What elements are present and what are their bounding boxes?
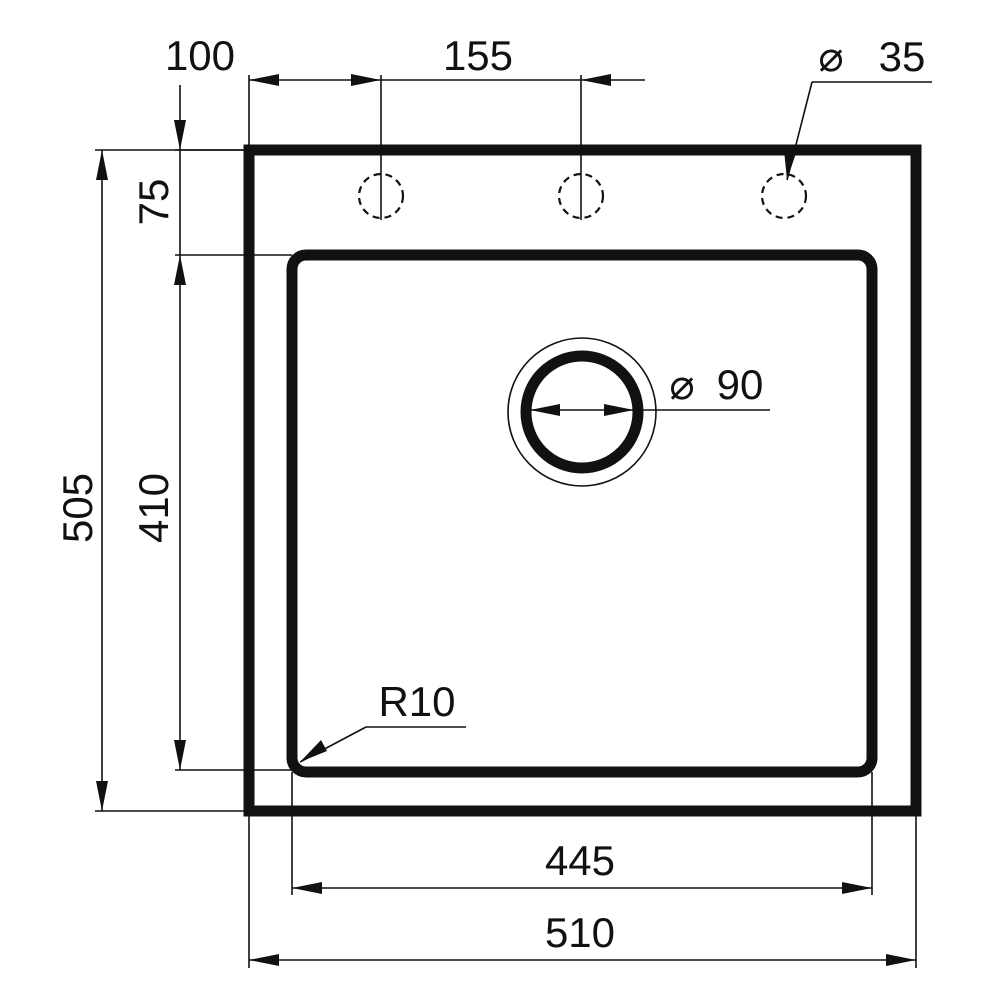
dim-tap-spacing-label: 155 xyxy=(443,32,513,79)
sink-outer-outline xyxy=(243,144,922,817)
arrowhead xyxy=(842,882,872,894)
arrowhead xyxy=(249,74,279,86)
dim-bowl-width-label: 445 xyxy=(545,837,615,884)
arrowhead xyxy=(300,740,327,762)
drain-opening xyxy=(520,350,644,474)
dimension-corner-radius: R10 xyxy=(299,678,466,763)
arrowhead xyxy=(174,740,186,770)
diameter-symbol: ⌀ xyxy=(669,361,694,408)
tap-hole-right xyxy=(760,172,808,220)
dimension-bowl-width: 445 xyxy=(291,772,873,895)
dimension-left-inner: 75 410 xyxy=(130,85,292,771)
dimension-overall-width: 510 xyxy=(248,811,917,968)
tap-hole-middle xyxy=(557,172,605,220)
dim-corner-radius-label: R10 xyxy=(378,678,455,725)
dim-overall-depth-label: 505 xyxy=(54,473,101,543)
dim-top-margin-label: 75 xyxy=(130,179,177,226)
arrowhead xyxy=(530,404,560,416)
arrowhead xyxy=(351,74,381,86)
arrowhead xyxy=(292,882,322,894)
tap-hole-left xyxy=(357,172,405,220)
arrowhead xyxy=(249,954,279,966)
diameter-symbol: ⌀ xyxy=(818,33,843,80)
dimension-tap-hole: ⌀ 35 xyxy=(784,33,932,181)
arrowhead xyxy=(604,404,634,416)
dim-tap-hole-label: 35 xyxy=(879,33,926,80)
dim-bowl-depth-label: 410 xyxy=(130,473,177,543)
arrowhead xyxy=(174,120,186,150)
arrowhead xyxy=(784,150,796,180)
dim-tap-offset-label: 100 xyxy=(165,32,235,79)
dimension-left-overall: 505 xyxy=(54,149,249,812)
arrowhead xyxy=(96,781,108,811)
dim-drain-label: 90 xyxy=(717,361,764,408)
dim-overall-width-label: 510 xyxy=(545,909,615,956)
arrowhead xyxy=(96,150,108,180)
dimension-drain: ⌀ 90 xyxy=(530,361,770,416)
drain-outer-ring xyxy=(507,337,657,487)
dimension-top-taps: 100 155 xyxy=(165,32,645,220)
bowl-outline xyxy=(286,249,878,778)
arrowhead xyxy=(174,255,186,285)
arrowhead xyxy=(581,74,611,86)
arrowhead xyxy=(886,954,916,966)
